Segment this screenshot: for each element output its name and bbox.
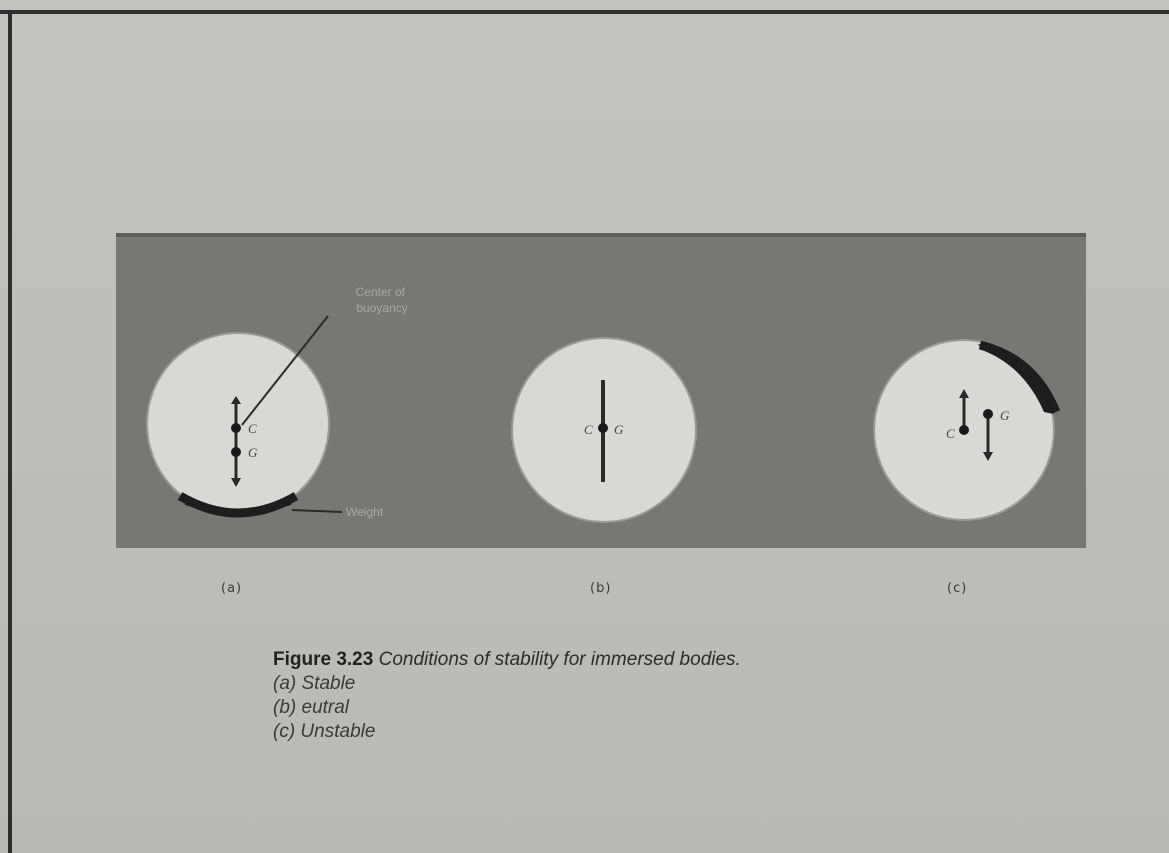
panel-a-c-label: C xyxy=(248,421,257,436)
frame-border-top xyxy=(0,10,1169,14)
caption-item-unstable: (c) Unstable xyxy=(273,721,376,742)
panel-c-label: (c) xyxy=(947,581,968,596)
caption-item-neutral: (b) eutral xyxy=(273,697,350,718)
panel-c-g-label: G xyxy=(1000,408,1010,423)
panel-a-stable: C G Center of buoyancy Weight xyxy=(146,285,409,519)
panel-c-center-of-gravity-point xyxy=(983,409,993,419)
panel-a-center-of-buoyancy-label: Center of buoyancy xyxy=(356,285,409,315)
panel-c-weight-top xyxy=(978,340,1061,414)
panel-a-label: (a) xyxy=(221,581,243,596)
panel-a-center-of-buoyancy-point xyxy=(231,423,241,433)
panel-c-c-label: C xyxy=(946,426,955,441)
panel-b-label: (b) xyxy=(590,581,612,596)
panel-a-center-of-gravity-point xyxy=(231,447,241,457)
figure-title: Conditions of stability for immersed bod… xyxy=(378,649,741,670)
panel-a-buoyancy-arrow-icon xyxy=(231,396,241,404)
figure-number: Figure 3.23 xyxy=(273,649,374,670)
panel-a-leader-line-weight xyxy=(291,509,343,513)
panel-a-gravity-arrow-icon xyxy=(231,478,241,487)
panel-c-center-of-buoyancy-point xyxy=(959,425,969,435)
panel-a-weight-bottom xyxy=(177,492,299,518)
panel-b-center-point xyxy=(598,423,608,433)
frame-border-left xyxy=(8,10,12,853)
panel-b-neutral: C G xyxy=(511,337,697,523)
panel-a-g-label: G xyxy=(248,445,258,460)
panel-b-c-label: C xyxy=(584,422,593,437)
panel-c-buoyancy-arrow-icon xyxy=(959,389,969,398)
panel-c-unstable: C G xyxy=(873,339,1061,521)
panel-c-gravity-arrow-icon xyxy=(983,452,993,461)
panel-b-g-label: G xyxy=(614,422,624,437)
caption-item-stable: (a) Stable xyxy=(273,673,356,694)
figure-caption: Figure 3.23 Conditions of stability for … xyxy=(273,648,913,744)
panel-a-weight-label: Weight xyxy=(346,505,384,519)
panel-a-leader-line-buoyancy xyxy=(241,315,329,426)
